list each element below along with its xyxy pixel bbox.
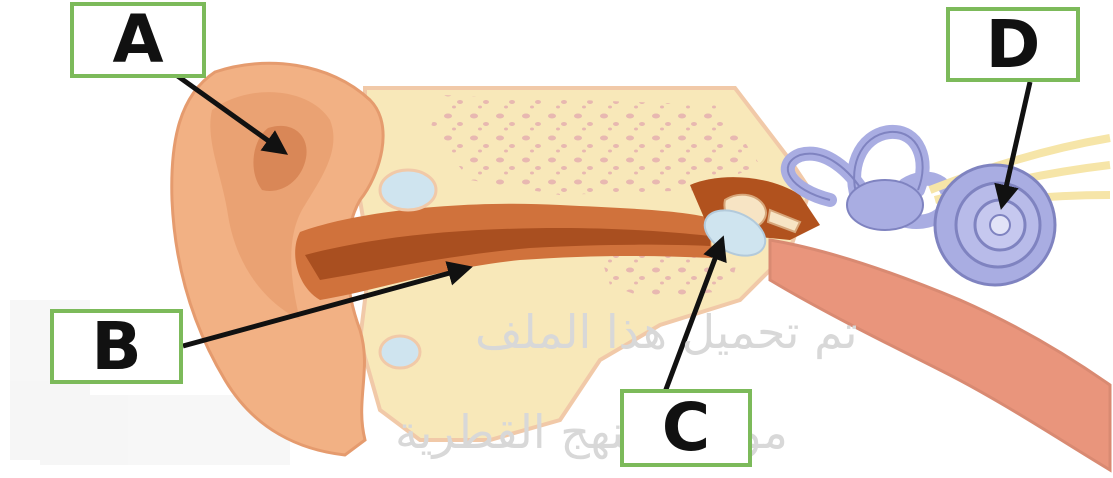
cartilage-pocket-upper [380,170,436,210]
label-d: D [946,7,1080,82]
label-b: B [50,309,183,384]
vestibule [847,180,923,230]
watermark-line-1: تم تحميل هذا الملف [475,305,858,359]
cartilage-pocket-lower [380,336,420,368]
label-a: A [70,2,206,78]
label-c: C [620,389,752,467]
cochlea [935,165,1055,285]
